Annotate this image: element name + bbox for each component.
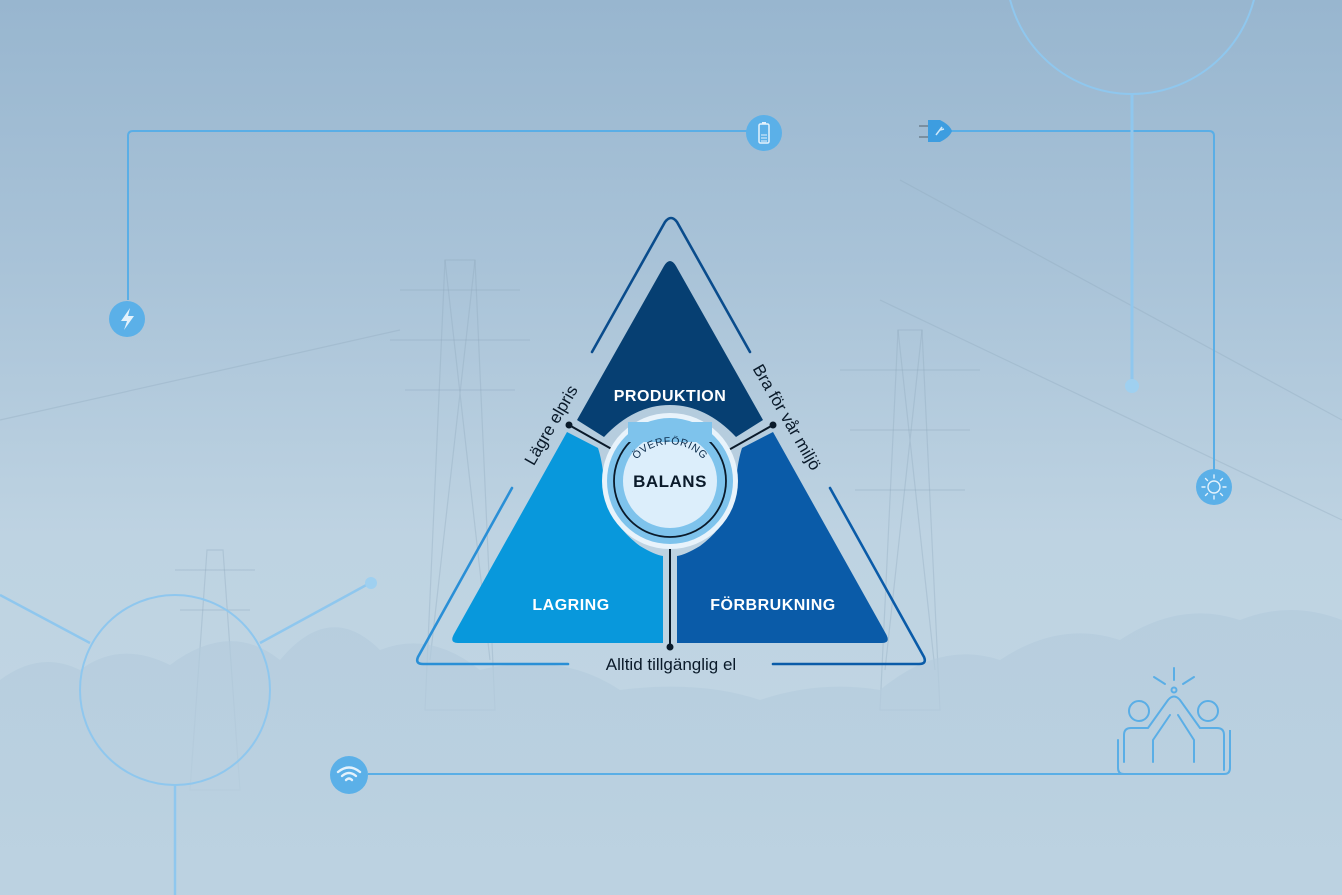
outline-left bbox=[415, 486, 570, 666]
outline-top bbox=[590, 216, 752, 354]
segment-produktion bbox=[577, 261, 763, 437]
benefit-left-lagre-elpris: Lägre elpris bbox=[521, 382, 582, 468]
center-title-balans: BALANS bbox=[633, 472, 707, 491]
high-five-people-icon bbox=[1117, 667, 1225, 775]
line-plug-sun bbox=[950, 130, 1215, 470]
outline-right bbox=[771, 486, 927, 666]
wifi-icon bbox=[330, 756, 368, 794]
segment-forbrukning bbox=[677, 432, 888, 643]
benefit-right-bra-for-var-miljo: Bra för vår miljö bbox=[749, 361, 825, 474]
line-wifi-people bbox=[368, 730, 1231, 775]
benefit-bottom-alltid-tillganglig-el: Alltid tillgänglig el bbox=[606, 655, 736, 674]
segment-label-forbrukning: FÖRBRUKNING bbox=[710, 595, 836, 614]
battery-icon bbox=[746, 115, 782, 151]
line-lightning-battery bbox=[127, 130, 750, 300]
center-inner bbox=[623, 434, 717, 528]
tree-line bbox=[0, 610, 1342, 895]
segment-lagring bbox=[452, 432, 663, 643]
sun-icon bbox=[1196, 469, 1232, 505]
segment-label-lagring: LAGRING bbox=[532, 597, 609, 614]
segment-label-produktion: PRODUKTION bbox=[614, 388, 727, 405]
plug-icon bbox=[919, 120, 952, 142]
lightning-icon bbox=[109, 301, 145, 337]
